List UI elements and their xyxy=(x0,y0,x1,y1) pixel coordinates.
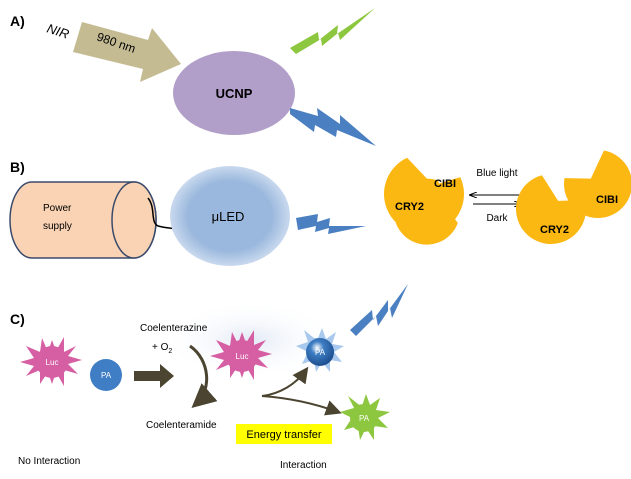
dark-label: Dark xyxy=(486,213,508,224)
cibi-left-label: CIBI xyxy=(434,178,456,190)
power-supply-label-line2: supply xyxy=(43,221,72,232)
energy-transfer-box xyxy=(236,424,332,444)
luc-star-center xyxy=(210,330,272,380)
coelenterazine-label: Coelenterazine xyxy=(140,323,208,334)
cry2-left-label: CRY2 xyxy=(395,201,424,213)
coelenteramide-label: Coelenteramide xyxy=(146,420,217,431)
luc-left-label: Luc xyxy=(46,358,59,367)
luc-center-label: Luc xyxy=(236,352,249,361)
no-interaction-label: No Interaction xyxy=(18,456,80,467)
pa-circle-left xyxy=(90,359,122,391)
curved-reaction-arrow xyxy=(189,344,218,408)
pa-blue-star xyxy=(296,328,344,372)
cibi-right-label: CIBI xyxy=(596,194,618,206)
cry2-right-label: CRY2 xyxy=(540,224,569,236)
energy-transfer-label: Energy transfer xyxy=(246,429,322,441)
pa-blue-label: PA xyxy=(315,348,326,357)
pa-green-label: PA xyxy=(359,414,370,423)
nir-arrow xyxy=(73,22,181,82)
uled-device xyxy=(170,166,290,266)
blue-light-label: Blue light xyxy=(476,168,517,179)
branch-arrow-down xyxy=(261,395,342,416)
cibi-cry2-bound-complex xyxy=(384,157,464,245)
uled-label: μLED xyxy=(212,209,245,224)
pa-left-label: PA xyxy=(101,371,112,380)
pa-green-star xyxy=(340,394,390,440)
ucnp-label: UCNP xyxy=(216,86,253,101)
branch-arrow-up xyxy=(261,366,309,397)
blue-light-bolt xyxy=(296,214,366,234)
blue-emission-bolt xyxy=(290,108,376,146)
power-supply-label-line1: Power xyxy=(43,203,72,214)
reaction-arrow xyxy=(134,364,174,388)
power-supply-cylinder xyxy=(9,181,157,259)
cibi-cry2-separated xyxy=(516,150,631,244)
panel-a-label: A) xyxy=(10,13,25,29)
green-emission-bolt xyxy=(290,8,375,54)
luc-star-left xyxy=(20,337,82,386)
nir-label: NIR xyxy=(45,21,71,42)
blue-emission-bolt-c xyxy=(350,284,408,336)
ucnp-particle xyxy=(173,51,295,135)
panel-c-label: C) xyxy=(10,311,25,327)
interaction-label: Interaction xyxy=(280,460,327,471)
plus-o-label: + O2 xyxy=(152,342,172,355)
panel-b-label: B) xyxy=(10,159,25,175)
